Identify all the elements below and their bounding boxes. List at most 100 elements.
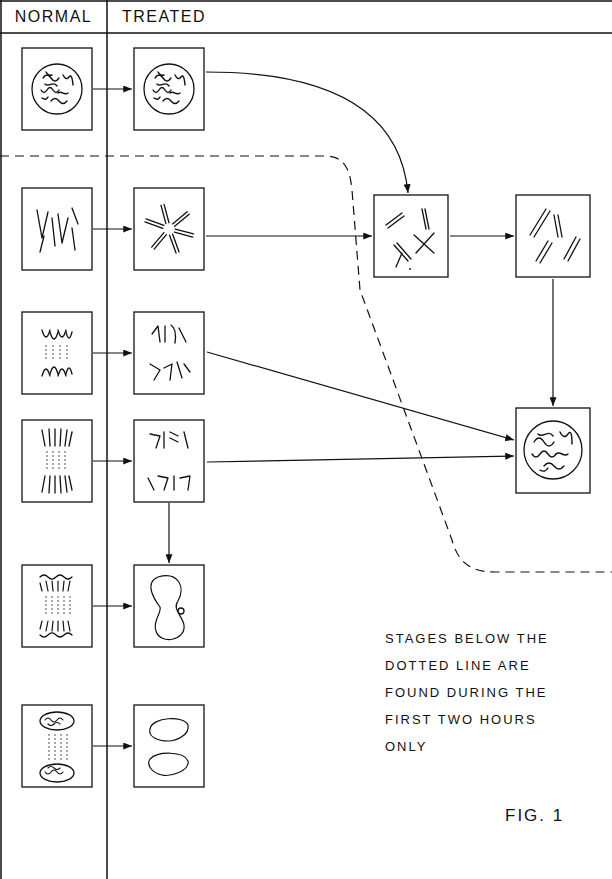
spindle-dot — [66, 357, 67, 358]
stage-box — [22, 48, 92, 130]
chromosome — [66, 332, 72, 338]
chromosome — [50, 367, 58, 374]
stage-box — [22, 565, 92, 647]
chromosome — [40, 236, 44, 252]
chromosome — [164, 204, 169, 222]
chromosome — [45, 770, 63, 774]
chromosome — [171, 325, 176, 343]
chromosome — [63, 75, 73, 85]
spindle-dot — [45, 608, 46, 609]
stage-frame — [134, 48, 204, 130]
chromosome — [396, 253, 402, 267]
stage-arrow — [207, 352, 514, 440]
spindle-dot — [48, 742, 49, 743]
chromosome — [68, 621, 70, 631]
chromosome — [48, 723, 60, 726]
stage-arrow — [93, 460, 132, 461]
spindle-dot — [60, 750, 61, 751]
table-rule — [106, 0, 108, 879]
spindle-dot — [48, 758, 49, 759]
chromosome — [184, 432, 188, 448]
spindle-dot — [54, 746, 55, 747]
chromosome — [42, 430, 45, 446]
chromosome — [164, 326, 165, 342]
spindle-dot — [52, 467, 53, 468]
stage-arrow — [93, 605, 132, 606]
stage-arrow — [207, 456, 514, 462]
spindle-dot — [66, 345, 67, 346]
spindle-dot — [54, 750, 55, 751]
stage-arrow — [93, 88, 132, 89]
spindle-dot — [63, 600, 64, 601]
spindle-dot — [54, 738, 55, 739]
stage-box — [134, 312, 204, 394]
spindle-dot — [46, 455, 47, 456]
stage-frame — [516, 408, 590, 493]
chromosome — [532, 451, 556, 457]
stage-box — [134, 565, 204, 647]
chromosome — [170, 432, 178, 436]
stage-frame — [22, 48, 92, 130]
chromosome — [558, 215, 562, 237]
stage-frame — [22, 312, 92, 394]
spindle-dot — [45, 345, 46, 346]
stage-frame — [134, 420, 204, 502]
chromosome — [560, 432, 572, 444]
spindle-dot — [59, 357, 60, 358]
chromosome — [45, 84, 57, 86]
chromosome — [46, 72, 52, 75]
chromosome — [534, 211, 550, 237]
spindle-dot — [45, 596, 46, 597]
chromosome — [388, 216, 404, 228]
spindle-dot — [58, 467, 59, 468]
stage-frame — [22, 705, 92, 787]
stage-frame — [22, 420, 92, 502]
spindle-dot — [48, 738, 49, 739]
stage-box — [134, 48, 204, 130]
spindle-dot — [57, 604, 58, 605]
spindle-dot — [51, 596, 52, 597]
spindle-dot — [57, 608, 58, 609]
spindle-dot — [52, 451, 53, 452]
column-heading: TREATED — [122, 8, 272, 26]
chromosome — [49, 429, 50, 446]
chromosome — [42, 476, 45, 492]
spindle-dot — [63, 612, 64, 613]
stage-frame — [22, 565, 92, 647]
chromosome — [60, 429, 61, 446]
chromosome — [150, 719, 188, 741]
chromosome — [155, 75, 171, 81]
stage-box — [22, 420, 92, 502]
chromosome — [45, 718, 63, 722]
spindle-dot — [52, 455, 53, 456]
stage-arrow — [93, 228, 132, 229]
spindle-dot — [51, 608, 52, 609]
spindle-dot — [66, 734, 67, 735]
nucleus-outline — [40, 764, 74, 782]
stage-arrow — [450, 235, 514, 236]
spindle-dot — [46, 463, 47, 464]
chromosome — [157, 84, 169, 86]
chromosome — [556, 453, 568, 455]
chromosome — [150, 434, 160, 448]
spindle-dot — [52, 349, 53, 350]
chromosome — [174, 232, 192, 237]
spindle-dot — [48, 750, 49, 751]
chromosome — [69, 432, 72, 446]
spindle-dot — [54, 754, 55, 755]
chromosome — [43, 75, 59, 81]
chromosome — [40, 583, 42, 591]
stage-box — [516, 408, 590, 493]
chromosome — [49, 476, 50, 493]
spindle-dot — [66, 738, 67, 739]
chromosome — [163, 99, 179, 104]
spindle-dot — [52, 345, 53, 346]
spindle-dot — [69, 604, 70, 605]
spindle-dot — [60, 758, 61, 759]
chromosome — [158, 476, 168, 490]
spindle-dot — [60, 746, 61, 747]
spindle-dot — [45, 600, 46, 601]
chromosome — [158, 72, 164, 75]
